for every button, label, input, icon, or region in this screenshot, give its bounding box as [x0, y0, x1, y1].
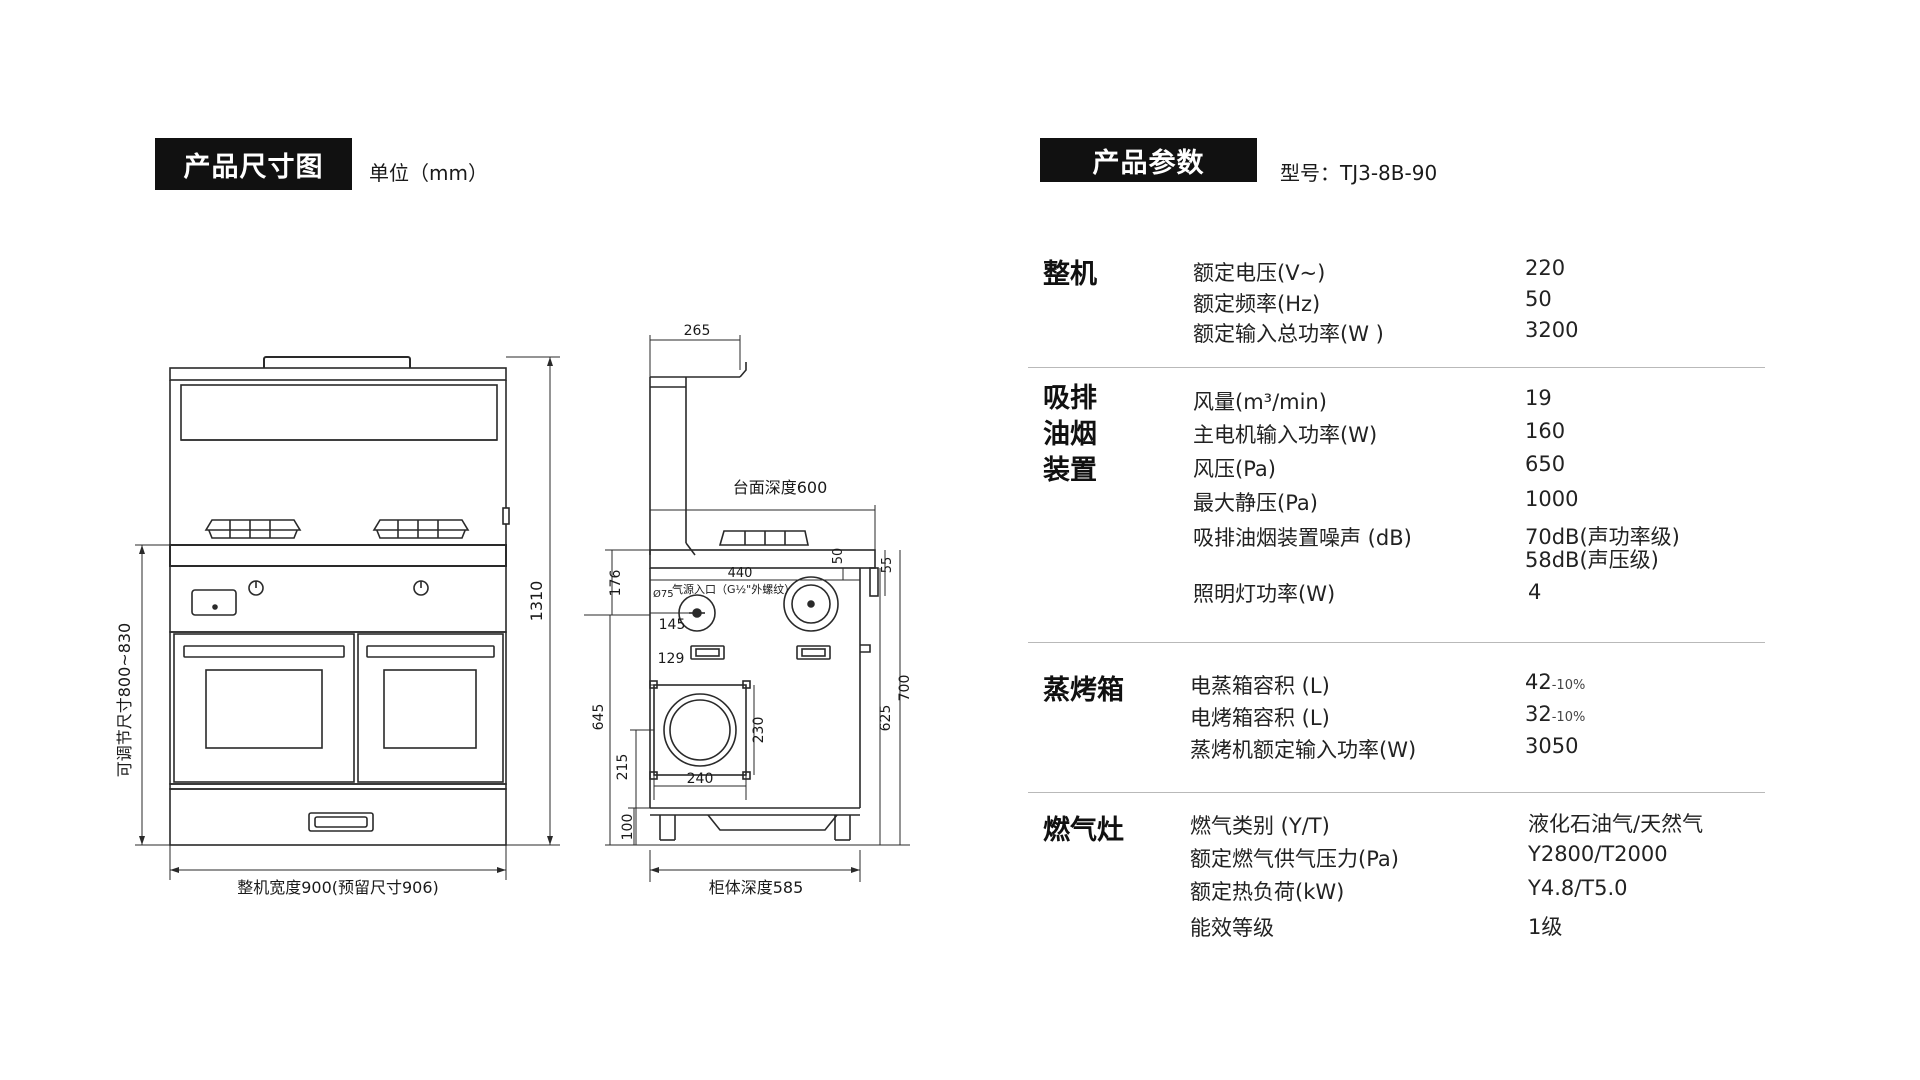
dim-50-text: 50 — [831, 548, 846, 565]
control-display — [191, 589, 237, 616]
front-view — [135, 356, 560, 880]
dim-230-text: 230 — [751, 717, 767, 744]
param-value: 1000 — [1525, 487, 1579, 511]
side-view — [584, 335, 910, 882]
section-title-hood-3: 装置 — [1043, 455, 1097, 486]
param-label: 额定输入总功率(W ) — [1193, 322, 1384, 346]
dim-adjust-text: 可调节尺寸800~830 — [115, 623, 134, 778]
cabinet-depth-text: 柜体深度585 — [709, 878, 804, 897]
param-tolerance: -10% — [1551, 710, 1586, 725]
param-label: 燃气类别 (Y/T) — [1190, 814, 1330, 838]
param-value: 3200 — [1525, 318, 1579, 342]
param-label: 主电机输入功率(W) — [1193, 423, 1378, 447]
param-label: 照明灯功率(W) — [1193, 582, 1336, 606]
param-label: 吸排油烟装置噪声 (dB) — [1193, 526, 1412, 550]
param-value: 70dB(声功率级) — [1525, 525, 1680, 549]
left-burner — [204, 519, 302, 539]
dim-145-text: 145 — [659, 617, 686, 633]
dim-215-text: 215 — [615, 754, 631, 781]
param-value: 42-10% — [1525, 670, 1585, 694]
param-value: 液化石油气/天然气 — [1528, 812, 1704, 836]
unit-label: 单位（mm） — [369, 161, 488, 185]
param-value: 160 — [1525, 419, 1566, 443]
param-value: 32-10% — [1525, 702, 1585, 726]
param-label: 风量(m³/min) — [1193, 390, 1327, 414]
param-value: 1级 — [1528, 915, 1563, 939]
param-label: 额定燃气供气压力(Pa) — [1190, 847, 1399, 871]
param-number: 32 — [1525, 702, 1552, 726]
param-value-2: 58dB(声压级) — [1525, 548, 1659, 572]
dim-240-text: 240 — [687, 771, 714, 787]
param-label: 额定电压(V~) — [1193, 261, 1326, 285]
separator — [1028, 792, 1765, 793]
dim-645-text: 645 — [591, 704, 607, 731]
section-title-hood-1: 吸排 — [1043, 383, 1097, 414]
section-title-machine: 整机 — [1043, 259, 1097, 290]
dim-440-text: 440 — [728, 566, 753, 581]
param-label: 电烤箱容积 (L) — [1190, 706, 1330, 730]
dimension-drawing: 整机宽度900(预留尺寸906) 1310 可调节尺寸800~830 265 台… — [115, 323, 913, 897]
param-value: 4 — [1528, 580, 1542, 604]
dim-700-text: 700 — [897, 675, 913, 702]
dim-129-text: 129 — [658, 651, 685, 667]
param-number: 42 — [1525, 670, 1552, 694]
separator — [1028, 642, 1765, 643]
dim-1310-text: 1310 — [527, 581, 546, 622]
dimension-title-tag: 产品尺寸图 — [155, 138, 352, 190]
param-label: 电蒸箱容积 (L) — [1190, 674, 1330, 698]
param-label: 额定频率(Hz) — [1193, 292, 1321, 316]
dim-100-text: 100 — [620, 814, 636, 841]
drawer-handle — [308, 812, 374, 832]
exhaust-port — [783, 576, 839, 632]
dim-625-text: 625 — [878, 705, 894, 732]
param-value: Y4.8/T5.0 — [1528, 876, 1628, 900]
params-title: 产品参数 — [1092, 147, 1205, 179]
counter-depth-text: 台面深度600 — [733, 478, 828, 497]
params-title-tag: 产品参数 — [1040, 138, 1257, 182]
left-oven-door — [173, 633, 355, 783]
param-value: Y2800/T2000 — [1528, 842, 1668, 866]
model-label: 型号：TJ3-8B-90 — [1280, 161, 1438, 185]
dim-55-text: 55 — [880, 557, 895, 574]
fan-housing — [653, 684, 747, 776]
dim-width-text: 整机宽度900(预留尺寸906) — [237, 878, 439, 897]
gas-inlet-text: 气源入口（G½"外螺纹） — [672, 582, 795, 596]
right-burner — [372, 519, 470, 539]
param-value: 50 — [1525, 287, 1552, 311]
separator — [1028, 367, 1765, 368]
param-label: 蒸烤机额定输入功率(W) — [1190, 738, 1417, 762]
right-oven-door — [357, 633, 504, 783]
param-tolerance: -10% — [1551, 678, 1586, 693]
param-label: 最大静压(Pa) — [1193, 491, 1318, 515]
section-title-oven: 蒸烤箱 — [1043, 675, 1124, 706]
param-label: 能效等级 — [1190, 916, 1274, 940]
dim-265-text: 265 — [684, 323, 711, 339]
section-title-hood-2: 油烟 — [1043, 419, 1097, 450]
phi75-text: Ø75 — [653, 588, 674, 600]
param-value: 19 — [1525, 386, 1552, 410]
dimension-title: 产品尺寸图 — [183, 151, 324, 183]
param-label: 风压(Pa) — [1193, 457, 1276, 481]
param-value: 220 — [1525, 256, 1566, 280]
dim-176-text: 176 — [608, 570, 624, 597]
param-label: 额定热负荷(kW) — [1190, 880, 1345, 904]
param-value: 650 — [1525, 452, 1566, 476]
section-title-gas-stove: 燃气灶 — [1043, 815, 1124, 846]
param-value: 3050 — [1525, 734, 1579, 758]
